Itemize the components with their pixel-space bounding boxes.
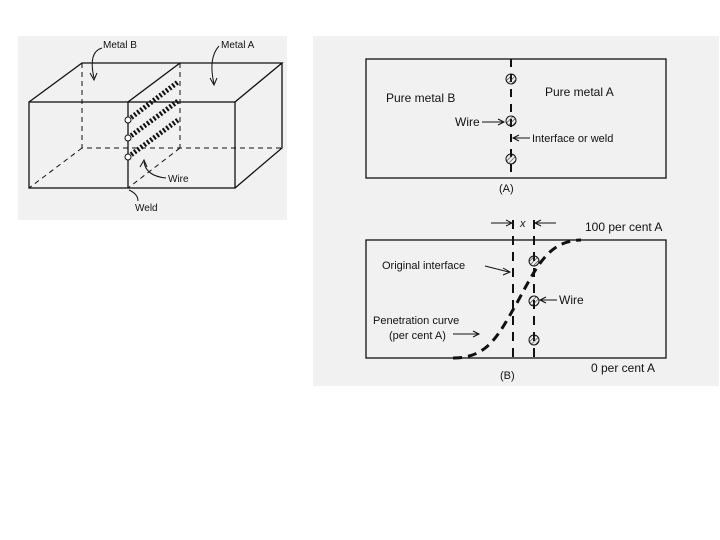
original-interface-label: Original interface bbox=[382, 260, 465, 272]
section-b-wire-1 bbox=[528, 255, 540, 267]
wire-coil-1 bbox=[124, 80, 180, 124]
section-a-right-label: Pure metal A bbox=[545, 85, 614, 99]
weld-plane-hidden-base bbox=[127, 147, 181, 189]
original-interface-arrowhead bbox=[502, 267, 512, 276]
arrowhead-metal-a bbox=[209, 77, 218, 87]
section-b-wire-label: Wire bbox=[559, 293, 584, 307]
label-wire: Wire bbox=[168, 174, 189, 185]
block-diagram: Metal B Metal A Wire Weld bbox=[28, 40, 284, 214]
section-a-interface-label: Interface or weld bbox=[532, 133, 613, 145]
x-dim-label: x bbox=[519, 218, 526, 230]
arrow-weld bbox=[128, 189, 139, 202]
section-a-box bbox=[365, 58, 667, 179]
section-a-wire-1 bbox=[505, 73, 517, 85]
section-a-left-label: Pure metal B bbox=[386, 91, 455, 105]
label-metal-a: Metal A bbox=[221, 40, 255, 51]
x-dim-left-arrowhead bbox=[505, 219, 514, 227]
arrow-metal-a bbox=[211, 45, 220, 85]
block-front-face bbox=[28, 101, 236, 189]
arrowhead-metal-b bbox=[89, 72, 98, 82]
penetration-curve-label-2: (per cent A) bbox=[389, 330, 446, 342]
penetration-curve-arrowhead bbox=[472, 330, 481, 338]
section-b-box bbox=[365, 239, 667, 359]
label-weld: Weld bbox=[135, 203, 158, 214]
wire-coil-3 bbox=[124, 117, 180, 161]
penetration-curve bbox=[452, 238, 582, 360]
section-b-wire-arrowhead bbox=[538, 296, 547, 304]
cross-section-diagram: Pure metal B Pure metal A Wire Interface… bbox=[365, 58, 667, 382]
cross-section-panel: Pure metal B Pure metal A Wire Interface… bbox=[313, 36, 719, 386]
arrow-metal-b bbox=[91, 47, 103, 79]
section-a-wire-3 bbox=[505, 153, 517, 165]
arrowhead-wire bbox=[139, 158, 148, 168]
hidden-edge-diagonal bbox=[28, 147, 83, 189]
wire-coil-2 bbox=[124, 98, 180, 142]
hidden-edges bbox=[81, 63, 282, 149]
label-100-percent-a: 100 per cent A bbox=[585, 220, 662, 234]
block-top-face bbox=[28, 62, 284, 103]
section-a-wire-2 bbox=[505, 115, 517, 127]
section-a-wire-arrowhead bbox=[497, 118, 506, 126]
section-a-interface-arrowhead bbox=[511, 134, 520, 142]
section-a-wire-label: Wire bbox=[455, 115, 480, 129]
label-0-percent-a: 0 per cent A bbox=[591, 361, 655, 375]
section-b-wire-2 bbox=[528, 295, 540, 307]
section-a-caption: (A) bbox=[499, 183, 514, 195]
section-b-caption: (B) bbox=[500, 370, 515, 382]
section-b-wire-3 bbox=[528, 334, 540, 346]
x-dim-right-arrowhead bbox=[533, 219, 542, 227]
penetration-curve-label-1: Penetration curve bbox=[373, 315, 459, 327]
block-right-face bbox=[234, 63, 283, 189]
arrow-wire bbox=[143, 161, 167, 179]
original-interface-arrow bbox=[484, 265, 510, 273]
weld-plane bbox=[127, 62, 181, 188]
block-diagram-panel: Metal B Metal A Wire Weld bbox=[18, 36, 287, 220]
label-metal-b: Metal B bbox=[103, 40, 137, 51]
